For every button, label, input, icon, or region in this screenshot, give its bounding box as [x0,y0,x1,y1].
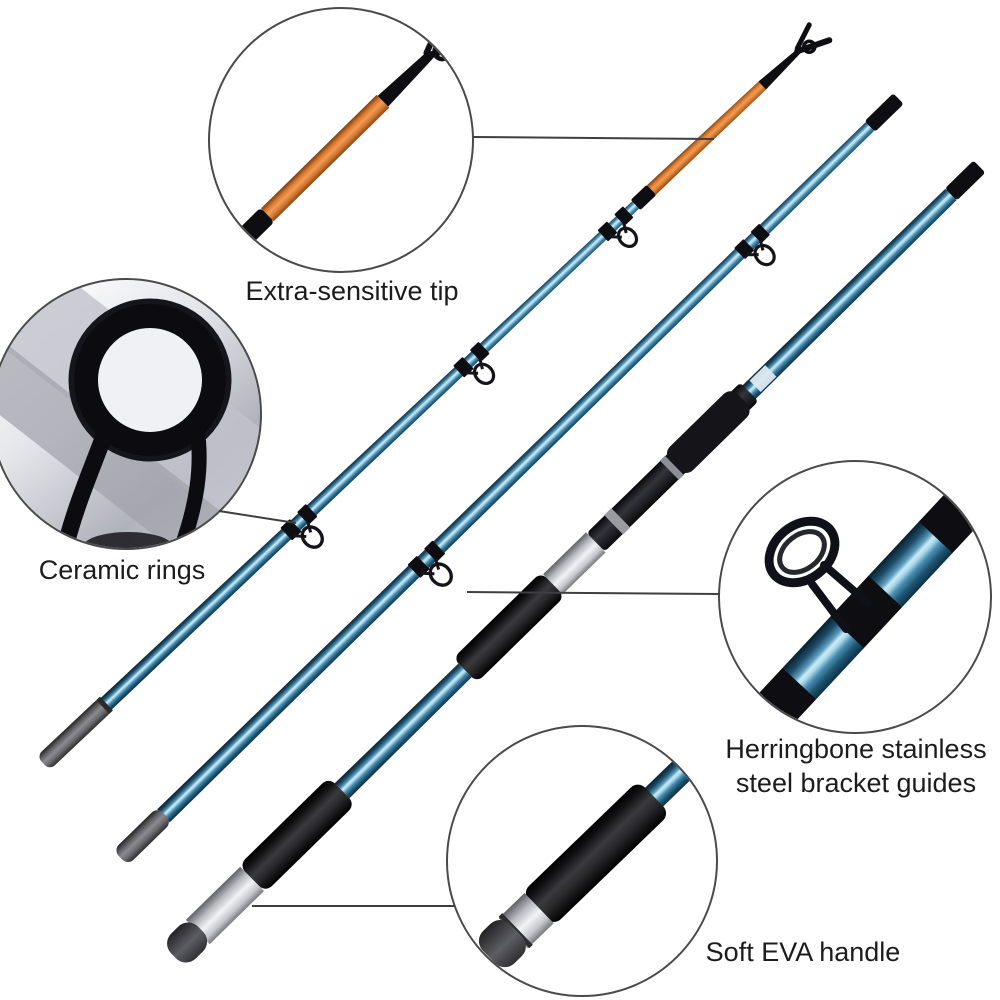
rod-section-middle [116,94,903,862]
rod1-guide-2 [453,342,496,386]
callout-tip-circle [208,7,474,273]
callout-rings-circle [0,278,262,550]
callout-handle-circle [446,725,718,997]
label-herringbone-guides-line2: steel bracket guides [735,768,977,798]
rod1-tip-top-guide-leg [794,22,812,52]
rod2-guide-2 [407,540,453,587]
rod3-label-patch [749,365,777,393]
rod1-black-tip [758,48,802,90]
rod1-blank [99,201,639,711]
rod-section-handle [167,161,985,963]
rod1-butt-ferrule [39,699,111,768]
rod3-seat-collar [604,508,631,535]
callout-guides-content [720,462,990,732]
rod3-top-cap [946,161,985,200]
rod3-silver-band [543,532,606,595]
rod3-butt-cap-disc [167,922,208,963]
rod2-top-cap [865,94,903,131]
rod1-ferrule-edge [96,696,113,714]
rod3-rear-grip-eva [242,780,352,889]
rod1-guide-3 [280,504,324,549]
rod2-guide-1 [734,224,776,267]
rod3-silver-butt [185,866,264,945]
label-herringbone-guides: Herringbone stainless steel bracket guid… [725,732,986,800]
callout-rings-content [0,280,260,548]
callout-handle-content [448,727,716,995]
rod3-upper-blank [735,188,957,406]
label-extra-sensitive-tip: Extra-sensitive tip [245,276,459,306]
leader-line-tip [472,136,715,140]
leader-line-guides [466,591,720,595]
callout-tip-content [210,9,472,271]
rod3-fore-grip [456,575,562,680]
rod2-blank [157,122,874,823]
callout-guides-circle [718,460,992,734]
label-herringbone-guides-line1: Herringbone stainless [725,734,987,764]
rod1-wrap [631,185,656,210]
rod1-tip-top-ring [802,39,817,54]
rod3-mid-blank [334,663,472,799]
rod1-guide-1 [597,206,639,249]
label-ceramic-rings: Ceramic rings [38,555,206,585]
rod2-butt-ferrule [116,810,169,862]
rod3-seat-ring [659,455,684,480]
leader-line-rings [218,510,297,524]
rod3-reel-seat-hood [666,391,750,474]
label-soft-eva-handle: Soft EVA handle [705,937,901,967]
